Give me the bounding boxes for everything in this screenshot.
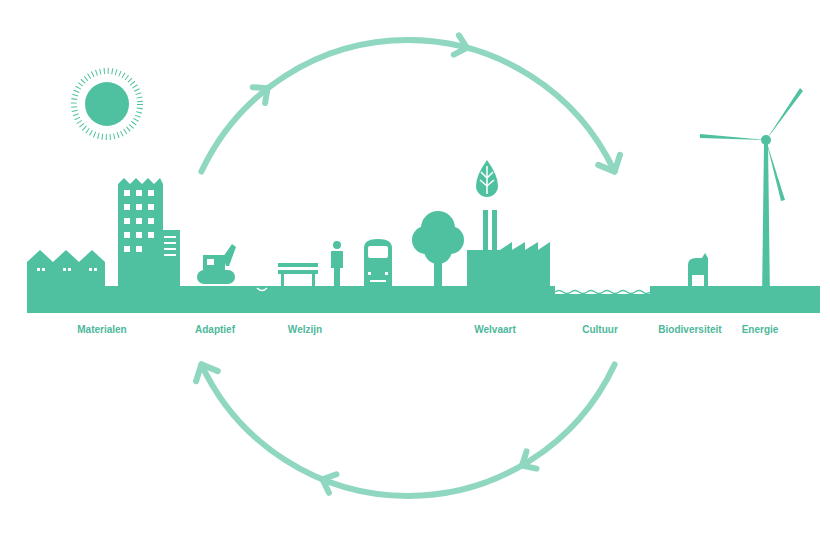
category-label: Biodiversiteit <box>658 324 721 335</box>
cycle-arrows <box>191 35 626 496</box>
category-label: Materialen <box>77 324 126 335</box>
category-label: Welvaart <box>474 324 516 335</box>
category-label: Adaptief <box>195 324 235 335</box>
skyline <box>27 88 820 313</box>
windows-and-details <box>37 166 494 291</box>
category-label: Welzijn <box>288 324 322 335</box>
category-label: Cultuur <box>582 324 618 335</box>
category-label: Energie <box>742 324 779 335</box>
water-waves <box>555 291 650 294</box>
sun <box>74 71 140 137</box>
